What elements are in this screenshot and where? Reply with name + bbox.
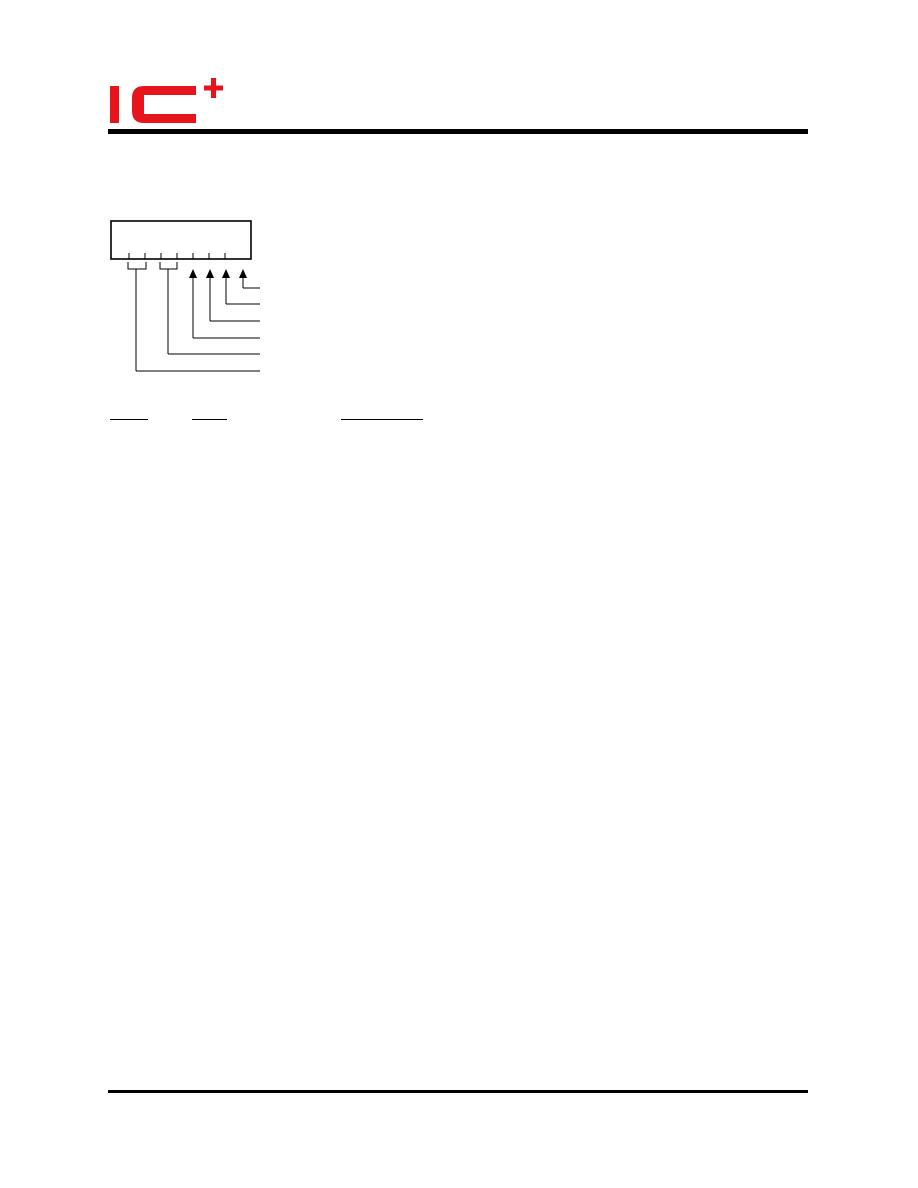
part-number-breakdown-diagram: [110, 215, 270, 380]
table-heading-1: [110, 400, 148, 420]
footer-rule: [108, 1090, 808, 1093]
table-heading-2-underline: [192, 419, 227, 420]
part-number-diagram-icon: [110, 220, 260, 372]
table-heading-3: [341, 400, 423, 420]
table-heading-3-underline: [341, 419, 423, 420]
ic-plus-logo-icon: [110, 78, 223, 123]
ic-plus-logo: [108, 78, 238, 126]
table-heading-2: [192, 400, 227, 420]
table-heading-1-underline: [110, 419, 148, 420]
header-rule: [108, 129, 808, 134]
